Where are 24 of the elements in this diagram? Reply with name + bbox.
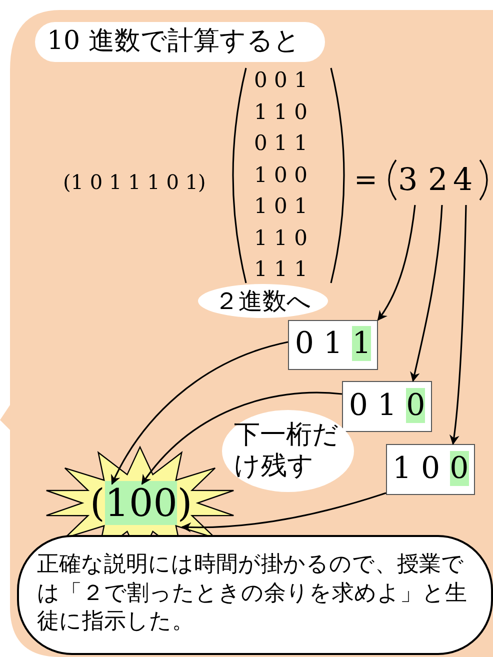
matrix-row: 1 0 1 <box>254 196 308 217</box>
arrow <box>181 492 386 532</box>
matrix-row: 1 1 0 <box>254 102 308 122</box>
arrow <box>377 204 416 321</box>
binary-box: 0 1 1 <box>288 320 378 370</box>
matrix-row: 1 0 0 <box>254 164 308 186</box>
result-digit: 2 <box>428 162 448 200</box>
result-digit: 4 <box>453 162 473 200</box>
arrow <box>111 341 288 485</box>
note-bubble: 正確な説明には時間が掛かるので、授業では「２で割ったときの余りを求めよ」と生徒に指示した。 <box>17 535 493 655</box>
binary-box: 0 1 0 <box>342 381 432 432</box>
arrow <box>410 204 443 382</box>
matrix-row: 0 1 1 <box>254 133 308 154</box>
result-digit: 3 <box>398 162 418 200</box>
matrix-row: 0 0 1 <box>254 70 308 91</box>
arrow <box>141 392 342 485</box>
row-vector: (1 0 1 1 1 0 1) <box>63 172 206 192</box>
arrow <box>449 204 467 445</box>
heading-label: 10 進数で計算すると <box>35 22 325 62</box>
binary-box: 1 0 0 <box>386 444 475 495</box>
matrix-row: 1 1 0 <box>254 228 308 248</box>
equals-sign: = <box>354 166 378 194</box>
matrix-row: 1 1 1 <box>254 259 308 280</box>
result-vector: (100) <box>90 481 192 527</box>
